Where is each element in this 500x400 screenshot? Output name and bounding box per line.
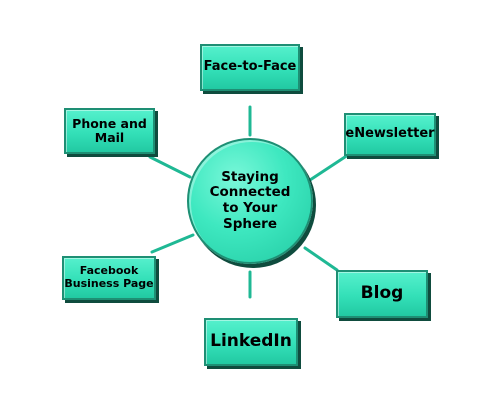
center-line-4: Sphere [223, 215, 277, 232]
node-enewsletter-label: eNewsletter [345, 126, 435, 142]
center-line-1: Staying [221, 168, 279, 185]
node-blog-label: Blog [360, 283, 404, 304]
node-phone-mail-line-2: Mail [94, 130, 125, 145]
node-facebook-label: Facebook Business Page [64, 265, 153, 290]
connector-facebook [150, 233, 195, 254]
center-line-3: to Your [222, 200, 278, 216]
node-facebook-line-1: Facebook [79, 264, 139, 278]
center-line-2: Connected [209, 184, 291, 201]
center-topic-label: Staying Connected to Your Sphere [209, 168, 291, 232]
node-linkedin: LinkedIn [204, 318, 298, 366]
node-phone-and-mail-label: Phone and Mail [72, 115, 147, 146]
connector-phone-mail [148, 155, 192, 179]
node-enewsletter: eNewsletter [344, 113, 436, 156]
node-facebook-line-2: Business Page [64, 277, 154, 290]
connector-enewsletter [308, 153, 350, 182]
node-face-to-face: Face-to-Face [200, 44, 300, 91]
node-linkedin-label: LinkedIn [210, 331, 292, 352]
node-phone-and-mail: Phone and Mail [64, 108, 155, 154]
center-topic-circle: Staying Connected to Your Sphere [187, 138, 313, 264]
connector-blog [303, 246, 339, 272]
node-phone-mail-line-1: Phone and [72, 115, 147, 131]
node-face-to-face-label: Face-to-Face [203, 59, 297, 75]
node-facebook-business-page: Facebook Business Page [62, 256, 156, 300]
node-blog: Blog [336, 270, 428, 318]
